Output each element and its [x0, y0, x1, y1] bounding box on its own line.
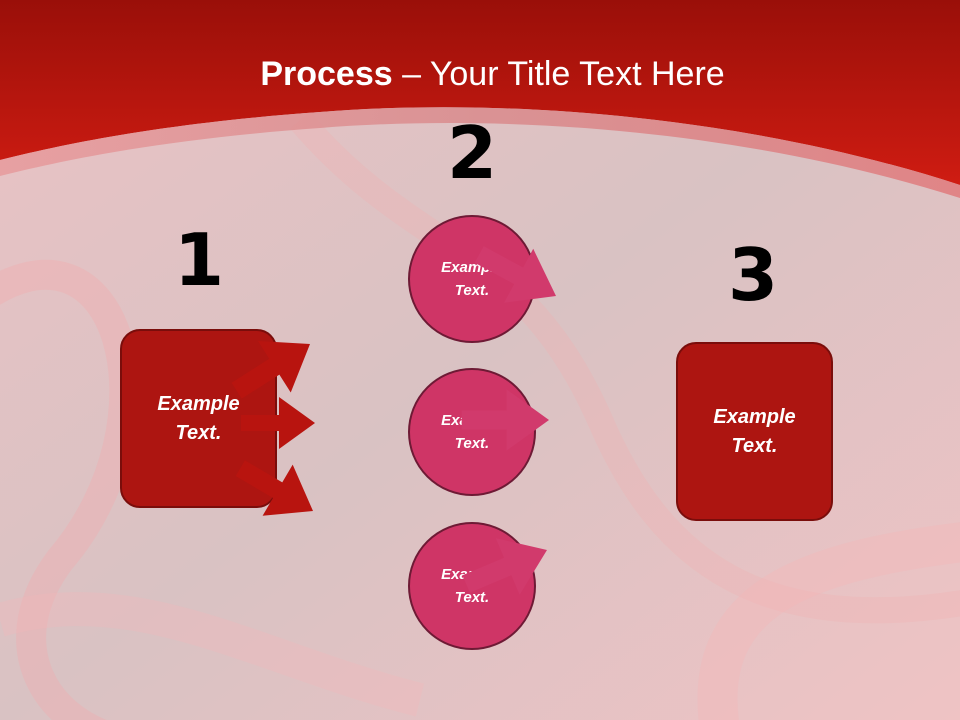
step-3-label: Example Text.	[713, 405, 796, 457]
arrow-right-icon	[241, 397, 315, 449]
step-3-number: 3	[727, 233, 779, 317]
step-1-number: 1	[173, 218, 225, 302]
arrow-down-right-icon	[235, 460, 313, 516]
step-3-box: Example Text.	[676, 342, 833, 521]
arrow-down-right-icon	[474, 246, 556, 303]
step-2-number: 2	[446, 111, 498, 195]
arrow-right-icon	[461, 389, 549, 451]
title-rest: – Your Title Text Here	[392, 55, 725, 93]
right-arrows	[461, 246, 556, 595]
arrow-up-right-icon	[462, 538, 547, 595]
left-arrows	[231, 340, 315, 516]
arrow-up-right-icon	[231, 340, 310, 399]
title-bold: Process	[260, 55, 393, 93]
slide-title: Process – Your Title Text Here	[0, 52, 960, 96]
step-1-label: Example Text.	[157, 392, 240, 444]
